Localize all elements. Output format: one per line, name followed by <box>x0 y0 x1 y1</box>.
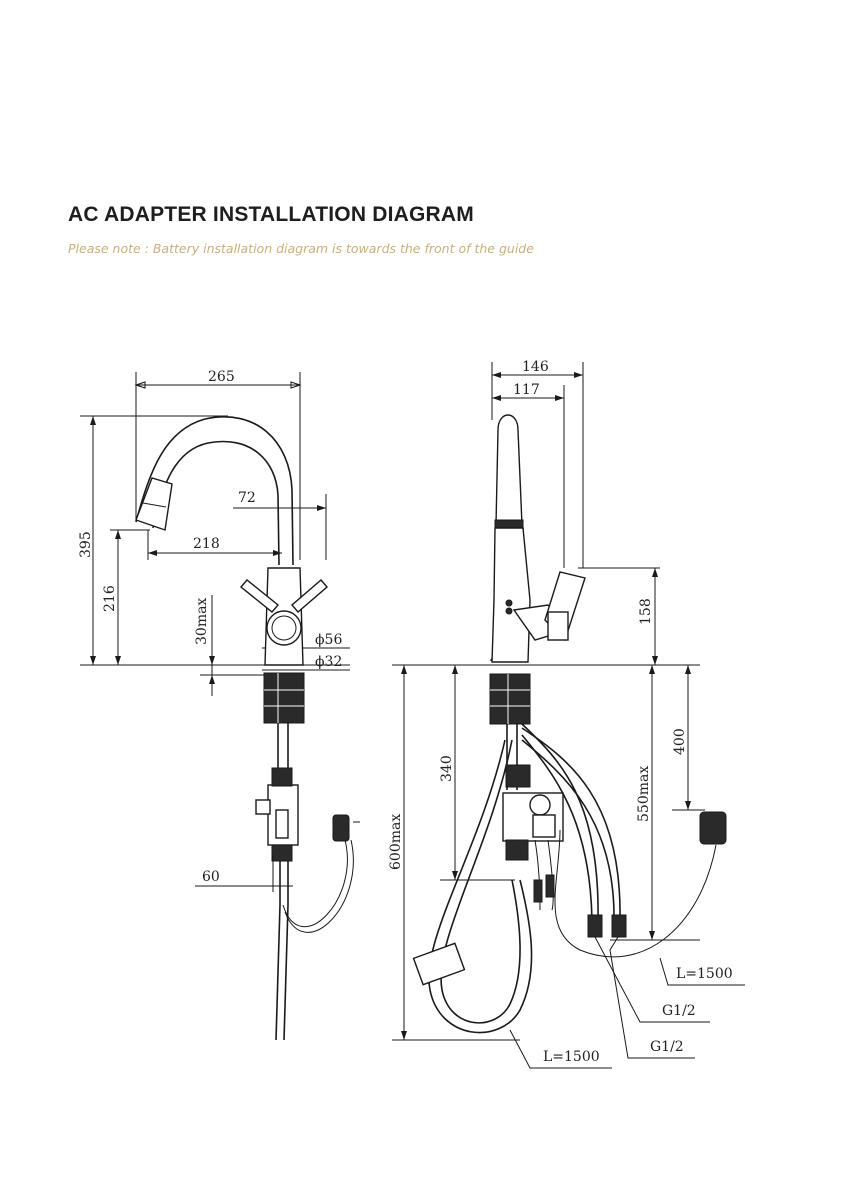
dim-340: 340 <box>439 755 455 782</box>
dim-reach-218: 218 <box>193 536 220 552</box>
dim-body-diameter-56: ϕ56 <box>315 632 342 648</box>
label-inlet-thread-2: G1/2 <box>650 1039 684 1055</box>
dim-handle-158: 158 <box>638 598 654 625</box>
inlet-connector-1 <box>588 915 602 937</box>
dim-550max: 550max <box>636 766 652 822</box>
dim-width-146: 146 <box>522 359 549 375</box>
hose-weight <box>414 943 465 984</box>
dim-height-395: 395 <box>78 531 94 558</box>
dim-deck-30max: 30max <box>194 598 210 645</box>
dim-hole-diameter-32: ϕ32 <box>315 654 342 670</box>
power-plug <box>333 815 349 841</box>
dim-width-117: 117 <box>513 382 540 398</box>
dim-width-265: 265 <box>208 369 235 385</box>
label-inlet-thread-1: G1/2 <box>662 1003 696 1019</box>
inlet-connector-2 <box>612 915 626 937</box>
side-view: 146 117 158 600max 340 <box>388 359 745 1068</box>
mounting-nut-side <box>490 674 530 724</box>
spout-side <box>496 415 522 525</box>
dim-valve-60: 60 <box>202 869 220 885</box>
mounting-nut <box>264 673 304 723</box>
front-view: 265 395 216 218 72 30max ϕ56 ϕ32 <box>78 369 360 1040</box>
label-sensor-cable-length: L=1500 <box>676 966 733 982</box>
dim-400: 400 <box>672 728 688 755</box>
dim-lever-72: 72 <box>238 490 256 506</box>
dim-spout-height-216: 216 <box>102 585 118 612</box>
dim-600max: 600max <box>388 814 404 870</box>
sensor-box <box>700 812 726 844</box>
label-hose-length: L=1500 <box>543 1049 600 1065</box>
